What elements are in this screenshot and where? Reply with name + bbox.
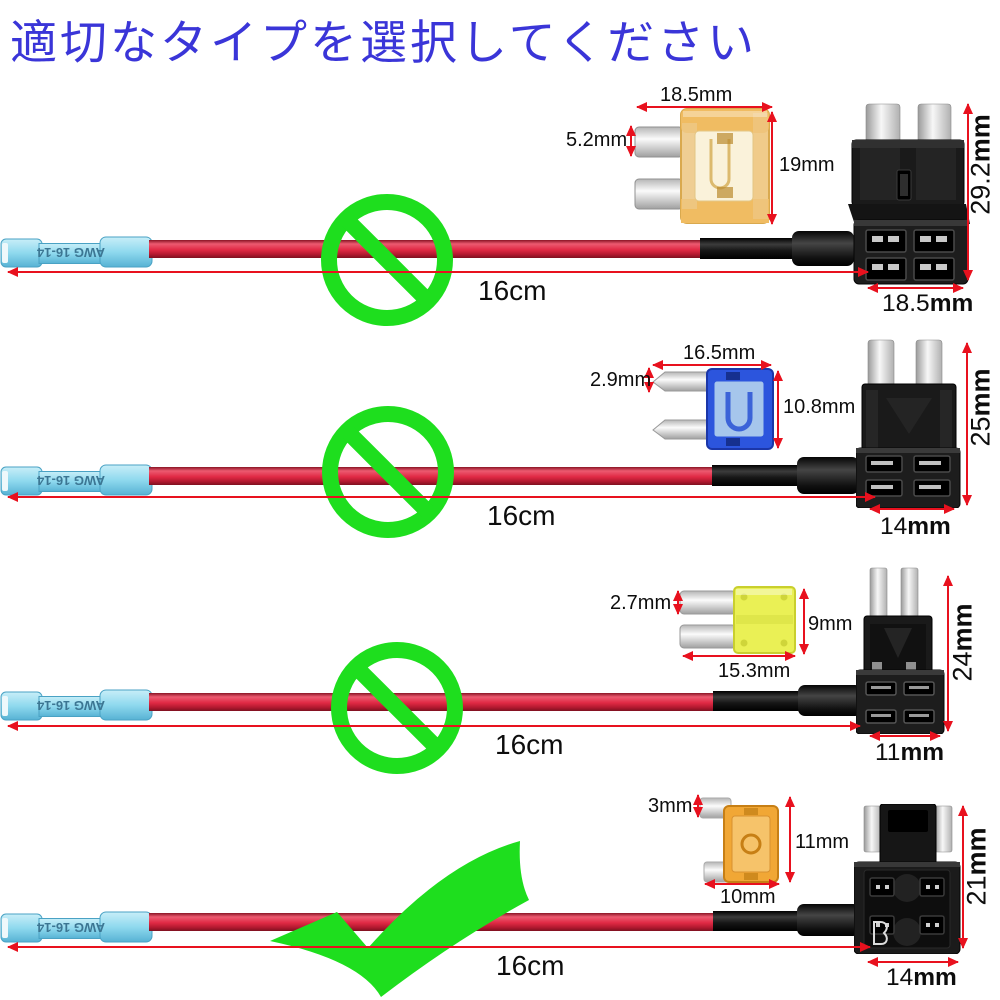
dim-holder-height-arrow (958, 805, 968, 949)
red-wire (149, 693, 714, 711)
micro2-fuse-holder (856, 567, 945, 734)
dim-fuse-height: 19mm (779, 154, 835, 176)
dim-wire-length-arrow (7, 942, 871, 952)
dim-leg: 2.9mm (590, 369, 652, 391)
connector-print: AWG 16-14 (36, 698, 105, 713)
dim-fuse-width-arrow (636, 102, 773, 112)
dim-holder-width-arrow (867, 957, 959, 967)
ato-fuse (634, 108, 770, 224)
dim-fuse-width: 16.5mm (683, 342, 756, 364)
prohibition-icon (321, 194, 453, 326)
dim-fuse-height-arrow (785, 796, 795, 883)
butt-connector: AWG 16-14 (0, 911, 153, 943)
dim-holder-height: 21mm (961, 827, 992, 906)
mini-fuse-holder (856, 339, 961, 508)
strain-relief-tube (797, 457, 859, 494)
dim-leg: 2.7mm (610, 592, 672, 614)
dim-fuse-height: 9mm (808, 613, 853, 635)
black-wire-sleeve (712, 465, 800, 486)
dim-fuse-width: 15.3mm (718, 660, 791, 682)
dim-fuse-width-arrow (682, 651, 796, 661)
dim-holder-height: 29.2mm (965, 114, 996, 215)
dim-holder-width: 18.5mm (882, 290, 974, 317)
connector-print: AWG 16-14 (36, 473, 105, 488)
red-wire (149, 467, 714, 485)
dim-wire-length: 16cm (487, 500, 556, 531)
mini-fuse (652, 368, 774, 450)
dim-fuse-height-arrow (767, 111, 777, 225)
dim-holder-width-arrow (867, 283, 964, 293)
dim-fuse-width-arrow (704, 879, 780, 889)
dim-fuse-width: 18.5mm (660, 84, 733, 106)
dim-wire-length: 16cm (496, 950, 565, 981)
dim-wire-length-arrow (7, 267, 869, 277)
dim-fuse-height: 10.8mm (783, 396, 856, 418)
dim-fuse-height: 11mm (795, 831, 850, 853)
butt-connector: AWG 16-14 (0, 236, 153, 268)
prohibition-icon (331, 642, 463, 774)
dim-fuse-width-arrow (652, 360, 772, 370)
dim-holder-height-arrow (943, 575, 953, 732)
dim-holder-width-arrow (869, 504, 955, 514)
dim-leg-arrow (673, 590, 683, 615)
dim-holder-height-arrow (963, 103, 973, 281)
dim-holder-width: 14mm (886, 964, 957, 991)
dim-leg: 3mm (648, 795, 693, 817)
dim-holder-height-arrow (962, 342, 972, 506)
dim-leg-arrow (626, 125, 636, 157)
low-profile-mini-fuse (699, 797, 779, 883)
black-wire-sleeve (713, 691, 799, 711)
dim-holder-height: 25mm (965, 368, 996, 447)
dim-wire-length: 16cm (478, 275, 547, 306)
dim-holder-width: 14mm (880, 513, 951, 540)
dim-fuse-height-arrow (799, 588, 809, 655)
dim-holder-width-arrow (869, 731, 941, 741)
connector-print: AWG 16-14 (36, 920, 105, 935)
strain-relief-tube (798, 685, 862, 716)
dim-fuse-height-arrow (773, 370, 783, 449)
dim-holder-height: 24mm (947, 603, 978, 682)
micro2-fuse (679, 586, 796, 654)
dim-wire-length: 16cm (495, 729, 564, 760)
strain-relief-tube (797, 904, 860, 936)
ato-fuse-holder (848, 103, 970, 285)
dim-holder-width: 11mm (875, 739, 945, 766)
dim-wire-length-arrow (7, 492, 876, 502)
check-icon (270, 841, 529, 997)
prohibition-icon (322, 406, 454, 538)
dim-fuse-width: 10mm (720, 886, 776, 908)
butt-connector: AWG 16-14 (0, 464, 153, 496)
low-profile-fuse-holder (854, 804, 961, 954)
page-title: 適切なタイプを選択してください (10, 16, 758, 69)
strain-relief-tube (792, 231, 854, 266)
red-wire (149, 240, 702, 258)
dim-leg: 5.2mm (566, 129, 628, 151)
dim-leg-arrow (693, 794, 703, 818)
connector-print: AWG 16-14 (36, 245, 105, 260)
butt-connector: AWG 16-14 (0, 689, 153, 721)
black-wire-sleeve (700, 238, 795, 259)
black-wire-sleeve (713, 911, 798, 931)
dim-wire-length-arrow (7, 721, 861, 731)
dim-leg-arrow (644, 367, 654, 393)
